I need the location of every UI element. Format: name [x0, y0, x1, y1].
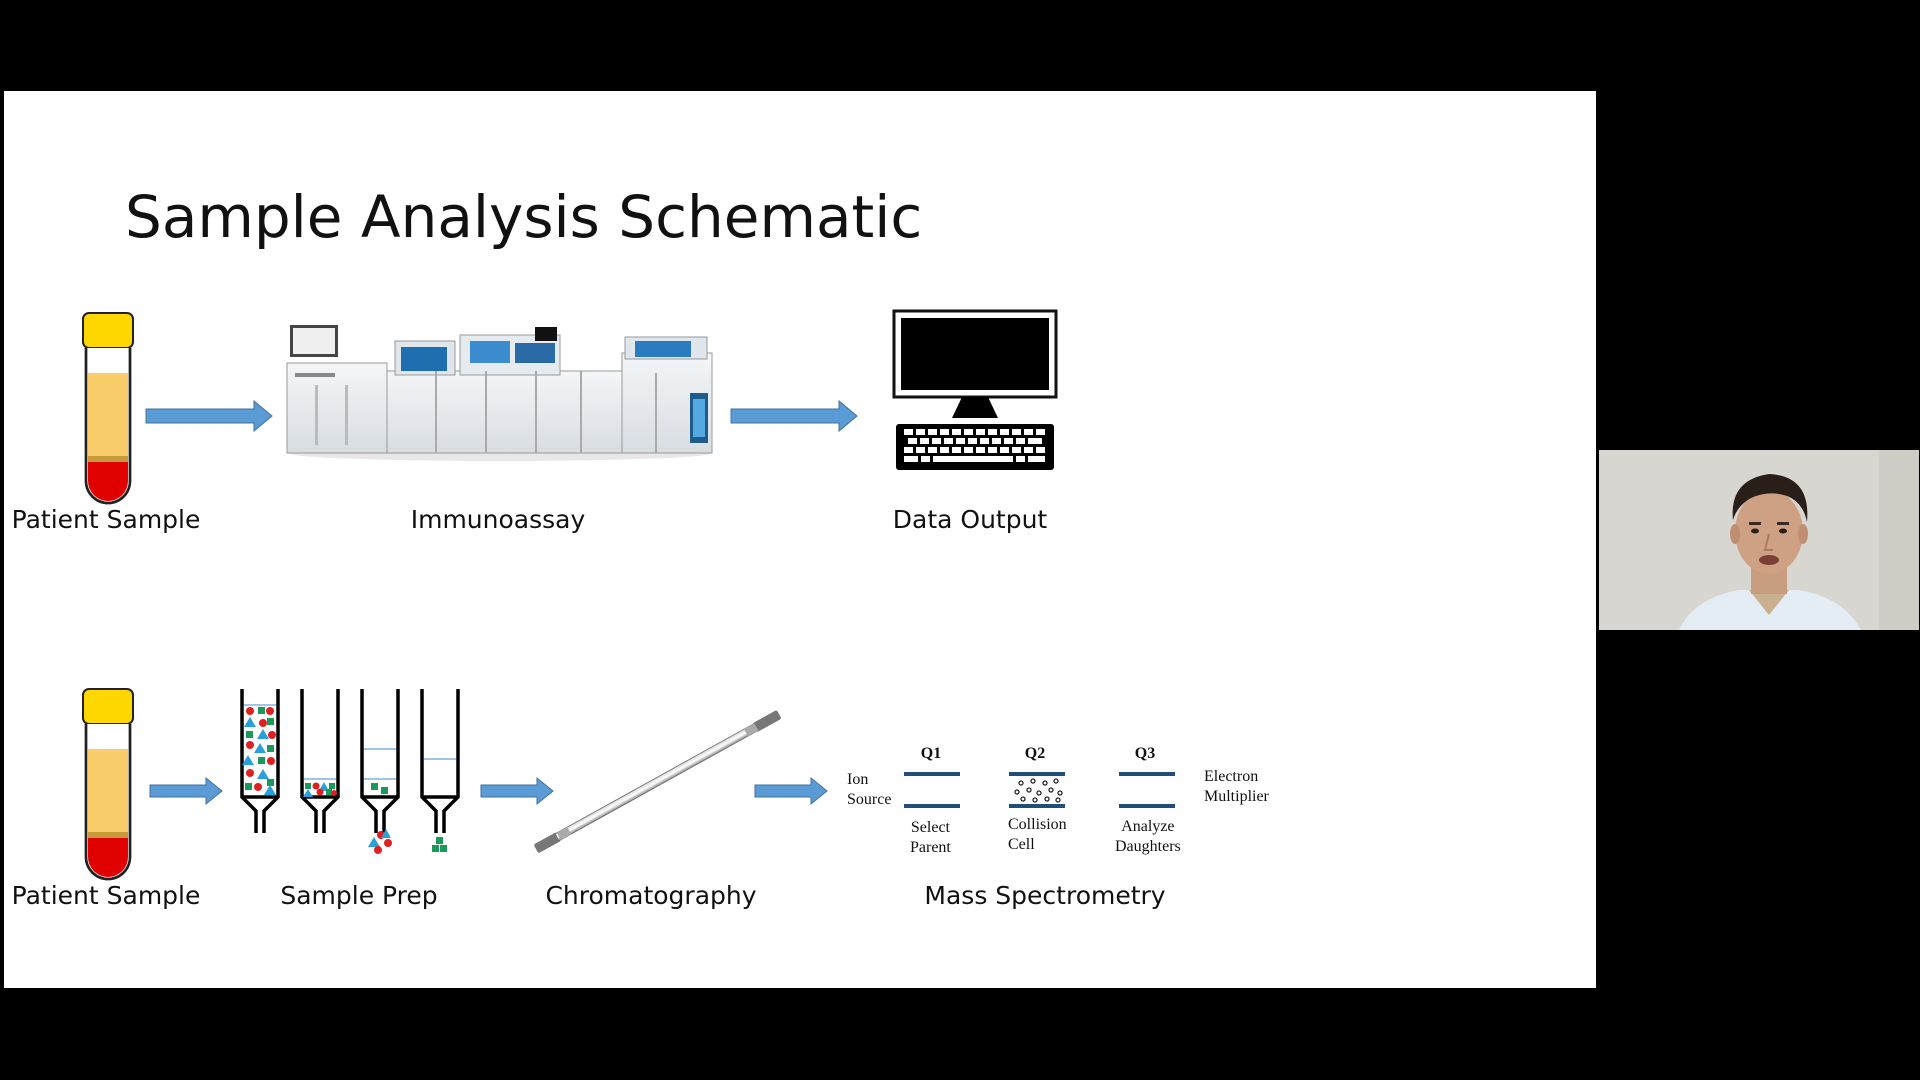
immunoassay-analyzer-image	[286, 325, 713, 461]
sample-prep-label: Sample Prep	[280, 881, 438, 910]
presenter-webcam-video	[1599, 450, 1919, 630]
presentation-slide: Sample Analysis Schematic Patient Sample	[4, 91, 1596, 988]
data-output-label: Data Output	[892, 505, 1048, 534]
patient-sample-label: Patient Sample	[11, 505, 201, 534]
mass-spectrometry-label: Mass Spectrometry	[924, 881, 1166, 910]
quadrupole-rods-icon	[904, 772, 1175, 808]
sample-prep-columns-icon	[240, 689, 460, 854]
patient-sample-label: Patient Sample	[11, 881, 201, 910]
arrow-right-icon	[145, 399, 273, 433]
arrow-right-icon	[754, 776, 828, 806]
q1-label: Q1	[920, 745, 942, 762]
presenter-avatar-icon	[1599, 450, 1919, 630]
q3-label: Q3	[1134, 745, 1156, 762]
slide-title: Sample Analysis Schematic	[125, 183, 923, 251]
q2-label: Q2	[1024, 745, 1046, 762]
chromatography-label: Chromatography	[545, 881, 757, 910]
blood-tube-icon	[82, 688, 134, 881]
arrow-right-icon	[480, 776, 554, 806]
computer-icon	[892, 309, 1058, 470]
blood-tube-icon	[82, 312, 134, 505]
arrow-right-icon	[730, 399, 858, 433]
immunoassay-label: Immunoassay	[410, 505, 586, 534]
arrow-right-icon	[149, 776, 223, 806]
chromatography-column-image	[534, 710, 781, 853]
